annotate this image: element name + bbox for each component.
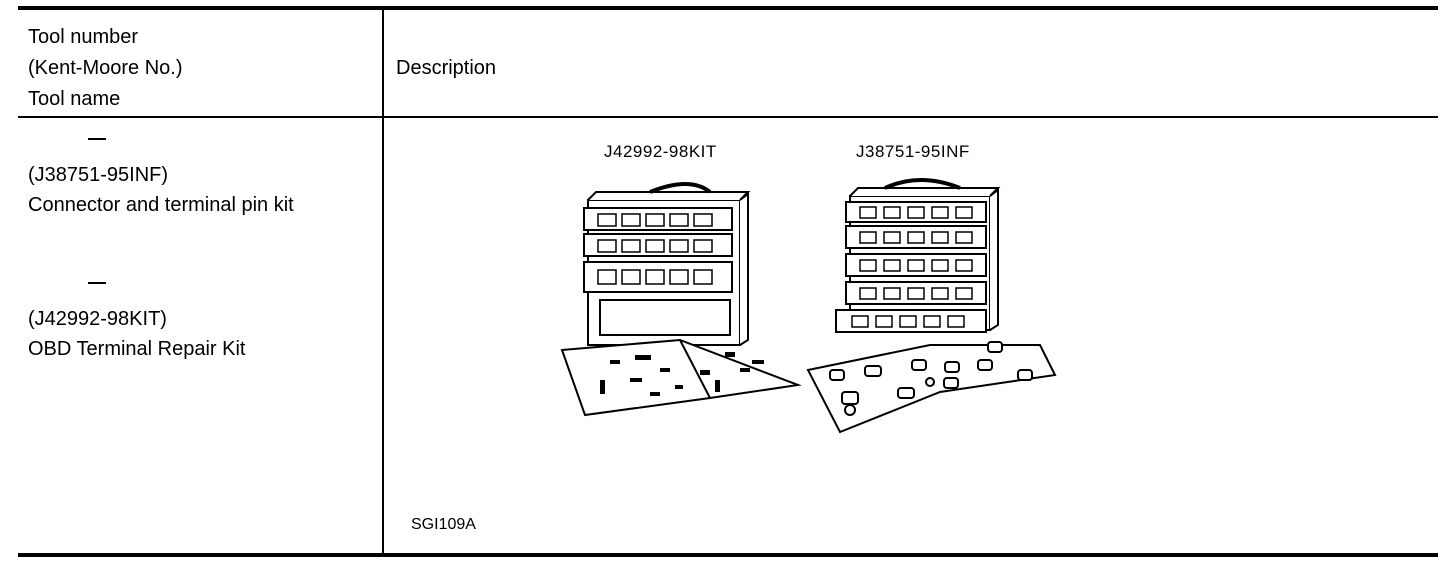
tool-info-cell: (J38751-95INF) Connector and terminal pi… [28,132,294,364]
tool2-name: OBD Terminal Repair Kit [28,338,246,360]
tool1-number-dash [88,138,106,140]
table-header-rule [18,116,1438,118]
header-tool-info: Tool number (Kent-Moore No.) Tool name [28,22,183,115]
toolbox-illustration [560,178,1057,434]
toolbox-icon [806,178,1057,434]
header-line-kent-moore: (Kent-Moore No.) [28,57,183,79]
header-line-tool-number: Tool number [28,26,139,48]
tool1-name: Connector and terminal pin kit [28,194,294,216]
tool2-number-dash [88,282,106,284]
tool2-kent-moore: (J42992-98KIT) [28,308,167,330]
header-line-tool-name: Tool name [28,88,121,110]
header-description: Description [396,57,497,79]
column-divider [382,8,384,555]
table-bottom-rule [18,553,1438,557]
label-j42992: J42992-98KIT [604,142,717,161]
label-j38751: J38751-95INF [856,142,970,161]
figure-id: SGI109A [411,516,476,533]
table-top-rule [18,6,1438,10]
toolbox-icon [560,182,802,417]
tool1-kent-moore: (J38751-95INF) [28,164,169,186]
